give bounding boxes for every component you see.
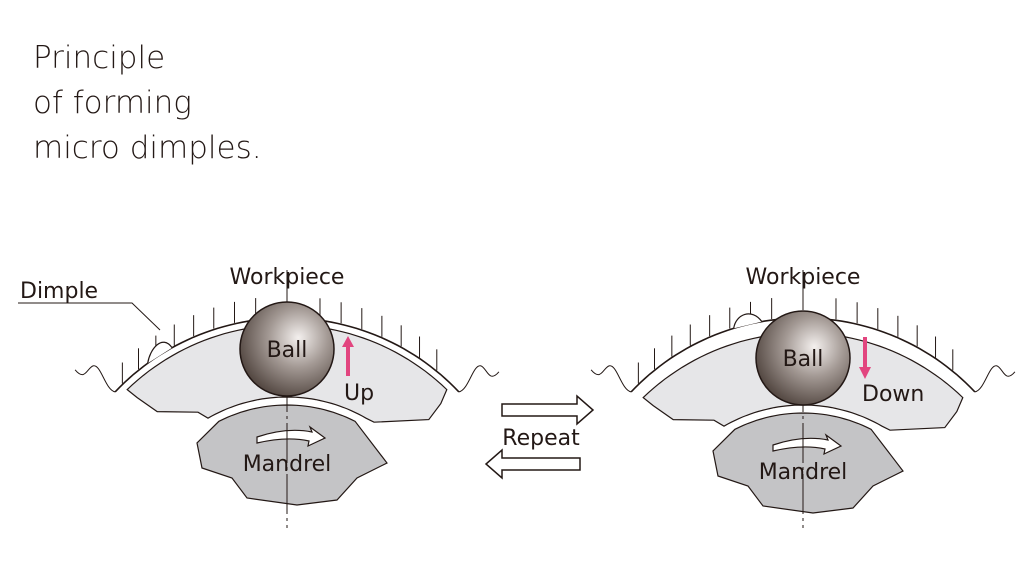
repeat-left-arrow-icon (484, 448, 581, 480)
dimple-bump (147, 341, 173, 364)
mandrel-label: Mandrel (759, 460, 848, 485)
rotation-arrow-icon (256, 425, 327, 448)
title-line-1: Principle (33, 40, 166, 76)
surface-edge-left (590, 365, 632, 393)
surface-edge-right (458, 365, 500, 393)
mandrel (712, 412, 904, 514)
title-line-3: micro dimples. (33, 130, 262, 166)
up-arrow-icon (342, 336, 354, 376)
diagram-title: Principle of forming micro dimples. (33, 36, 262, 171)
repeat-arrows: Repeat (484, 394, 595, 480)
repeat-label: Repeat (502, 426, 580, 451)
ball-label: Ball (783, 347, 824, 372)
dimple-leader-line (18, 302, 161, 331)
mandrel-label: Mandrel (243, 452, 332, 477)
ball (755, 310, 851, 406)
motion-label: Down (862, 382, 924, 407)
motion-label: Up (344, 381, 374, 406)
repeat-right-arrow-icon (501, 394, 595, 426)
workpiece-label: Workpiece (746, 265, 861, 290)
rotation-arrow-icon (772, 433, 843, 456)
dimple-bump (733, 313, 763, 329)
surface-edge-right (974, 365, 1016, 393)
mandrel (196, 404, 388, 506)
down-arrow-icon (859, 337, 871, 379)
title-line-2: of forming (33, 85, 192, 121)
workpiece-label: Workpiece (230, 265, 345, 290)
surface-edge-left (74, 365, 116, 393)
ball (239, 301, 335, 397)
ball-label: Ball (267, 338, 308, 363)
dimple-label: Dimple (20, 279, 98, 304)
